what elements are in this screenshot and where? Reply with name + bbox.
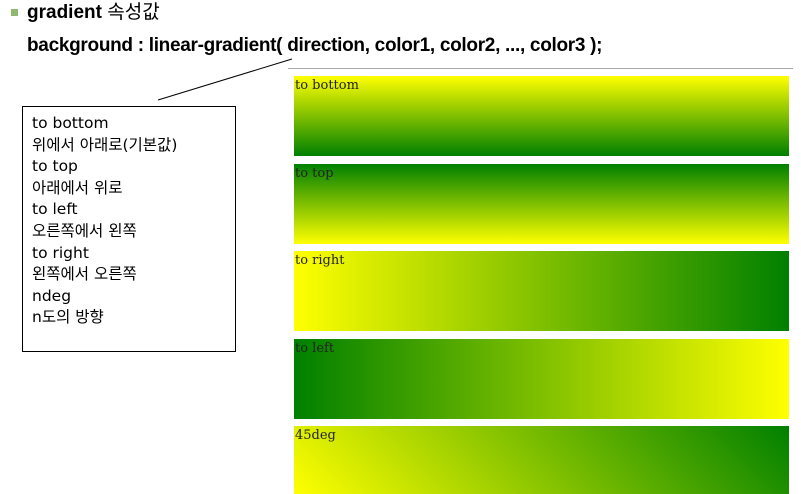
callout-line: ndeg	[32, 286, 72, 305]
direction-callout-box: to bottom 위에서 아래로(기본값) to top 아래에서 위로 to…	[22, 106, 236, 352]
demo-top-rule	[288, 68, 793, 69]
gradient-swatch-to-bottom: to bottom	[294, 76, 789, 156]
heading-keyword: gradient	[27, 2, 102, 23]
callout-line: to right	[32, 243, 89, 262]
heading-suffix: 속성값	[101, 2, 160, 23]
callout-line: n도의 방향	[32, 308, 104, 327]
callout-line: 오른쪽에서 왼쪽	[32, 221, 137, 240]
gradient-swatch-to-left: to left	[294, 339, 789, 419]
callout-line: 위에서 아래로(기본값)	[32, 135, 178, 154]
callout-line: to top	[32, 157, 78, 176]
callout-line: 왼쪽에서 오른쪽	[32, 265, 137, 284]
callout-line: to bottom	[32, 114, 109, 132]
gradient-swatch-to-right: to right	[294, 251, 789, 331]
gradient-swatch-to-top: to top	[294, 164, 789, 244]
syntax-line: background : linear-gradient( direction,…	[27, 35, 603, 56]
bullet-marker	[11, 9, 18, 16]
swatch-caption: to top	[295, 166, 334, 181]
gradient-swatch-45deg: 45deg	[294, 426, 789, 494]
section-heading: gradient 속성값	[27, 0, 160, 26]
callout-line: to left	[32, 200, 78, 219]
callout-line: 아래에서 위로	[32, 178, 123, 197]
swatch-caption: to right	[295, 253, 345, 268]
swatch-caption: to left	[295, 341, 335, 356]
swatch-caption: 45deg	[295, 428, 336, 443]
swatch-caption: to bottom	[295, 78, 359, 93]
